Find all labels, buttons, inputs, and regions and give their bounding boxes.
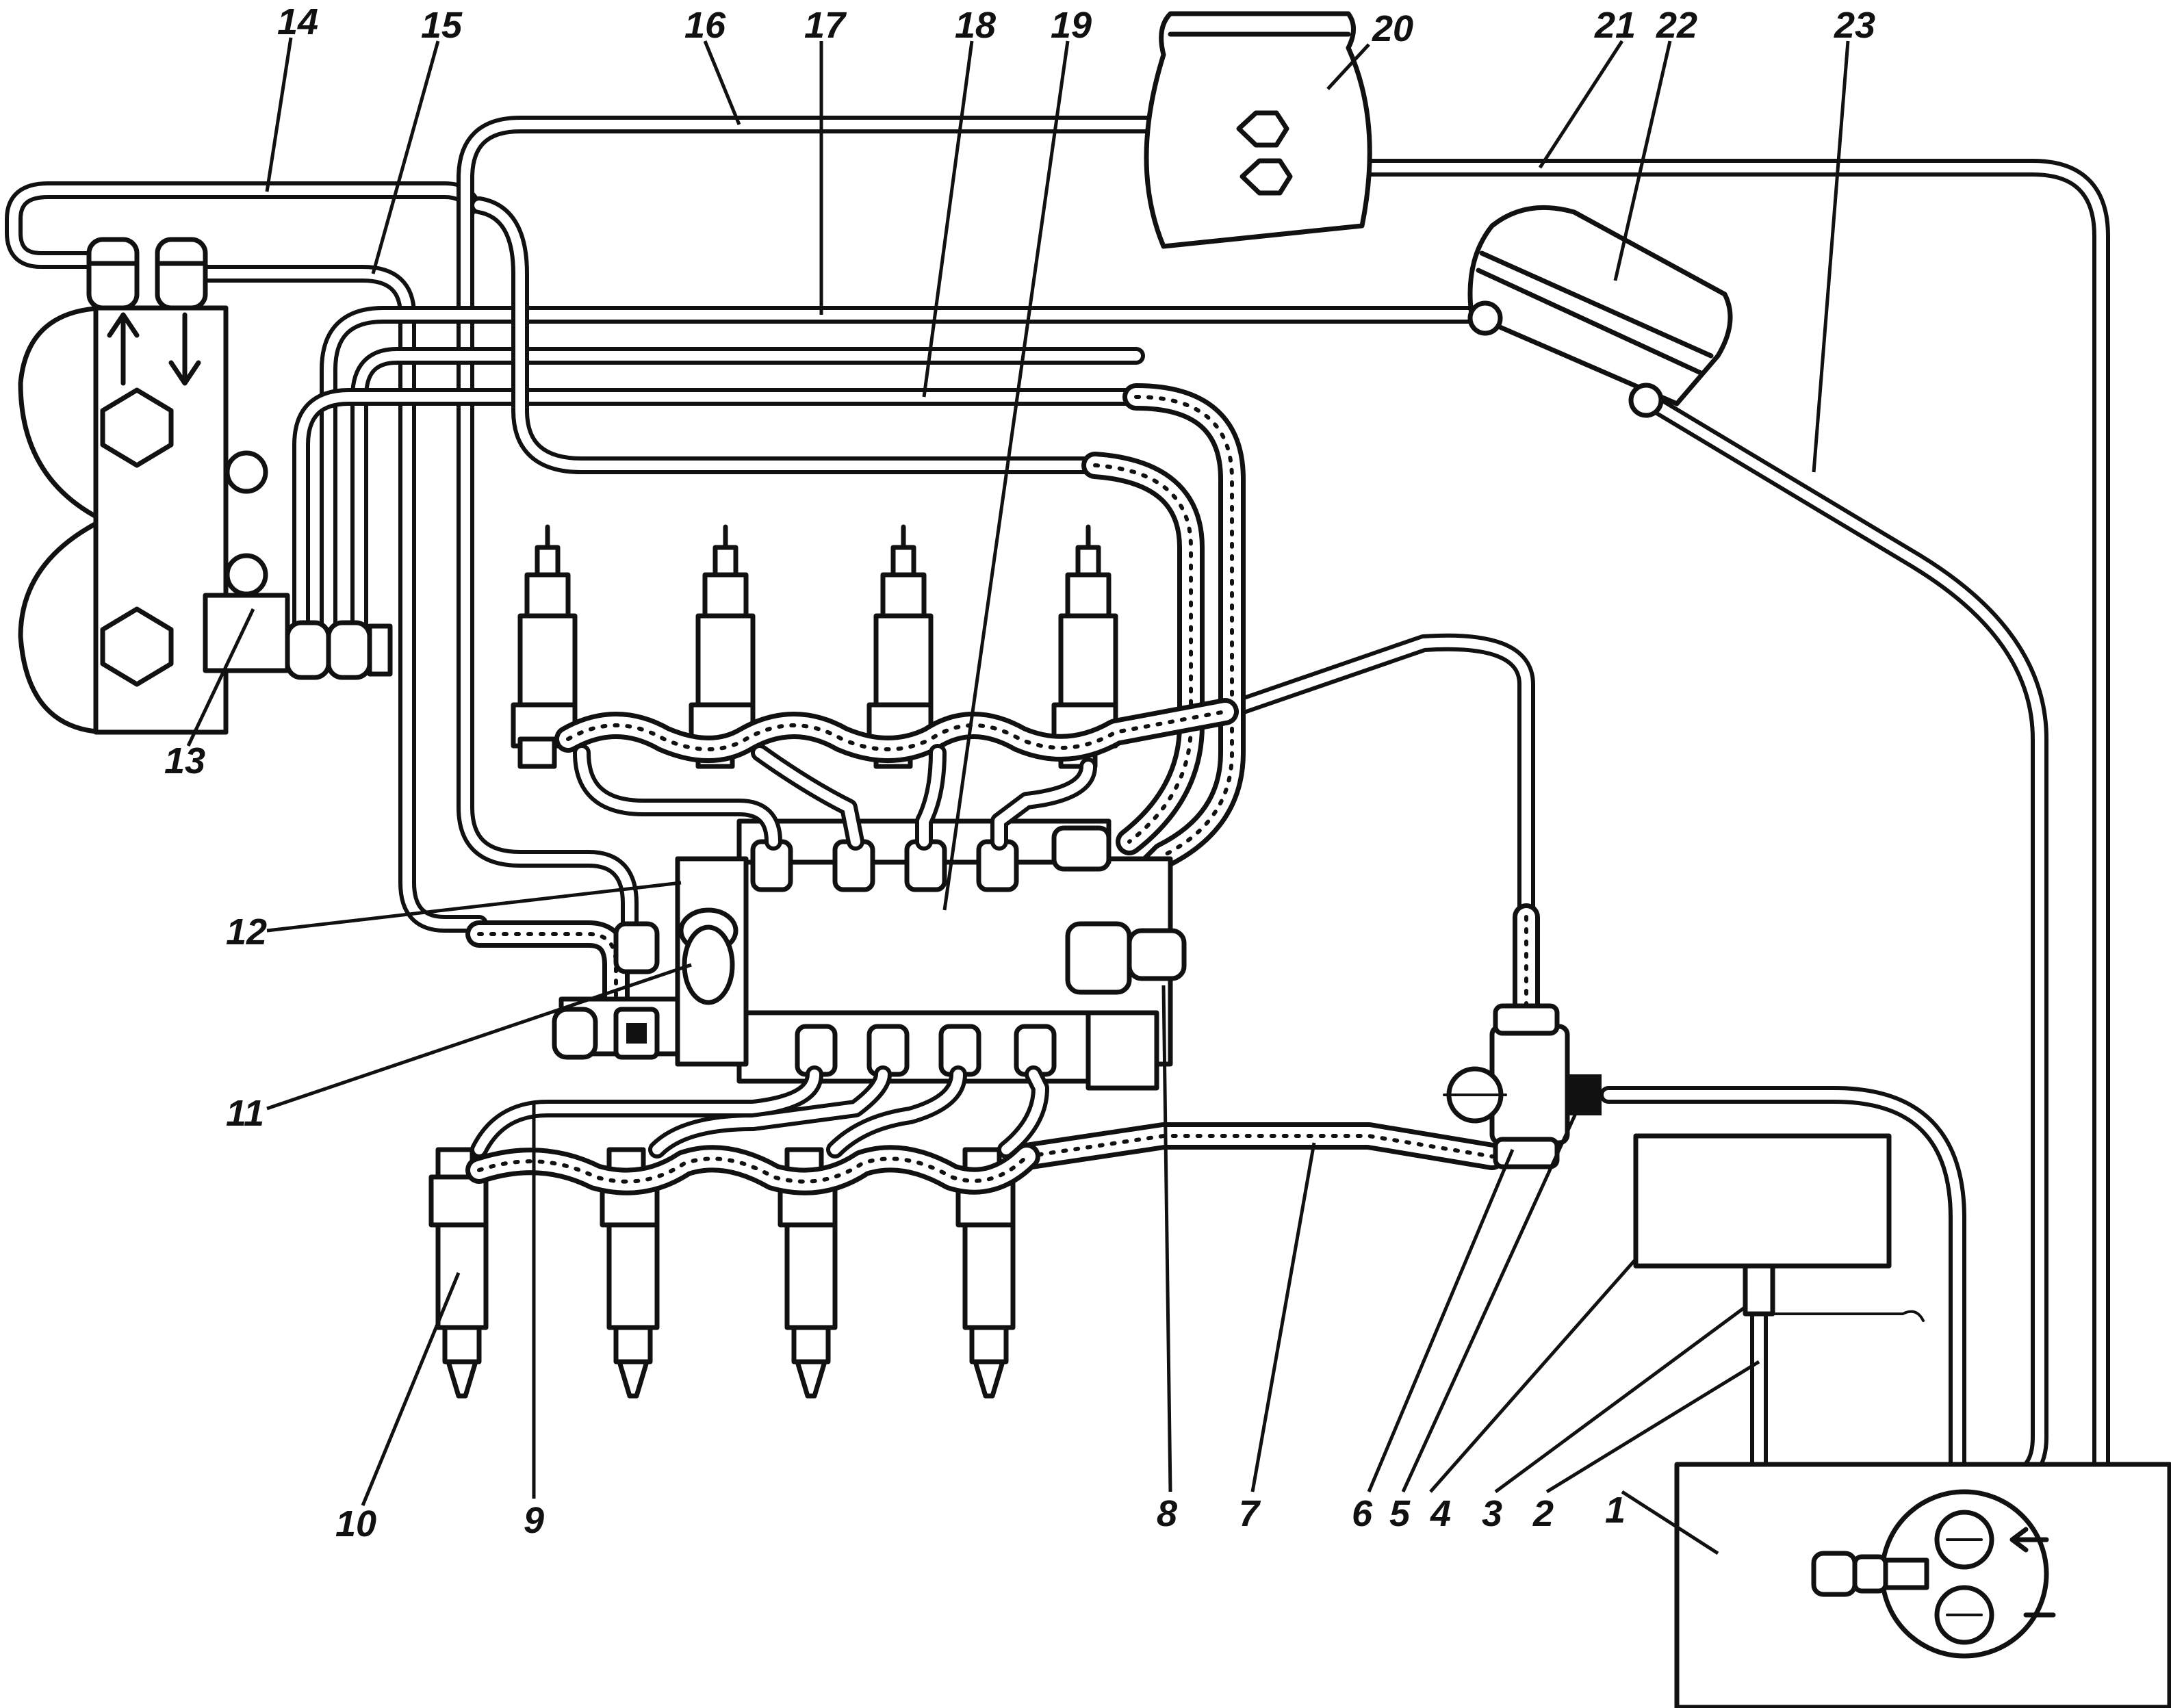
callout-7: 7 bbox=[1239, 1493, 1261, 1534]
flow-arrow-icon bbox=[107, 312, 140, 386]
fuel-line-23 bbox=[1651, 398, 2048, 1514]
fuel-line-15 bbox=[196, 265, 488, 933]
upper-injectors bbox=[511, 524, 1239, 851]
upper-hp-lines bbox=[573, 744, 1097, 851]
callout-19: 19 bbox=[1051, 5, 1092, 46]
callout-11: 11 bbox=[226, 1093, 264, 1134]
fuel-line-17 bbox=[320, 306, 1487, 638]
flow-arrow-icon bbox=[168, 312, 201, 386]
injector-icon bbox=[428, 1147, 489, 1399]
filter-fitting-icon bbox=[1467, 300, 1503, 336]
callout-labels: 14 15 16 17 18 19 20 21 22 23 13 12 11 1… bbox=[164, 1, 1875, 1544]
filter-outlet-fittings bbox=[285, 620, 393, 680]
callout-6: 6 bbox=[1352, 1493, 1373, 1534]
callout-3: 3 bbox=[1482, 1493, 1502, 1534]
bolt-icon bbox=[224, 450, 268, 494]
pump-outlet-fittings-bottom bbox=[795, 1024, 1057, 1077]
hose-left-feed bbox=[465, 920, 630, 1013]
tee-fitting-6 bbox=[1443, 1003, 1570, 1169]
left-drain-fitting bbox=[552, 1007, 660, 1060]
callout-14: 14 bbox=[277, 1, 318, 42]
fuel-line-5 bbox=[1600, 1086, 1966, 1514]
bolt-icon bbox=[100, 387, 174, 468]
lower-injectors bbox=[428, 1065, 1049, 1399]
pump-inlet-fitting bbox=[1811, 1551, 1929, 1597]
fuel-line-16 bbox=[457, 116, 1241, 946]
injector-icon bbox=[600, 1147, 660, 1399]
filter-cap-right bbox=[155, 237, 208, 311]
fuel-line-14 bbox=[5, 181, 481, 269]
flow-arrow-icon bbox=[2009, 1527, 2049, 1553]
callout-22: 22 bbox=[1656, 5, 1697, 46]
callout-5: 5 bbox=[1389, 1493, 1411, 1534]
fine-filter-13 bbox=[18, 237, 393, 735]
armoured-hoses bbox=[465, 383, 1602, 1170]
priming-pump-1 bbox=[1674, 1462, 2171, 1708]
injector-icon bbox=[511, 524, 578, 769]
hose-7 bbox=[1013, 1122, 1506, 1170]
fuel-line-6 bbox=[1216, 633, 1535, 926]
upper-drain-chain bbox=[554, 698, 1239, 763]
tank-fitting-icon bbox=[1239, 158, 1293, 196]
callout-4: 4 bbox=[1430, 1493, 1451, 1534]
lower-hp-lines bbox=[470, 1065, 1049, 1159]
callout-10: 10 bbox=[335, 1503, 376, 1544]
tank-fitting-icon bbox=[1236, 110, 1289, 148]
fuel-tank-20 bbox=[1144, 11, 1372, 249]
filter-box-4 bbox=[1633, 1133, 1925, 1322]
callout-2: 2 bbox=[1532, 1493, 1554, 1534]
fuel-line-return bbox=[470, 196, 1104, 474]
callout-16: 16 bbox=[684, 5, 726, 46]
callout-21: 21 bbox=[1594, 5, 1636, 46]
callout-1: 1 bbox=[1605, 1490, 1626, 1531]
callout-12: 12 bbox=[226, 911, 267, 953]
callout-17: 17 bbox=[804, 5, 847, 46]
leader-lines bbox=[186, 37, 1850, 1555]
bolt-icon bbox=[224, 553, 268, 597]
callout-18: 18 bbox=[955, 5, 996, 46]
callout-13: 13 bbox=[164, 740, 205, 781]
callout-15: 15 bbox=[421, 5, 463, 46]
callout-8: 8 bbox=[1157, 1493, 1177, 1534]
filter-fitting-icon bbox=[1628, 383, 1664, 418]
bolt-icon bbox=[100, 606, 174, 687]
hose-right-upper bbox=[1081, 383, 1246, 903]
fuel-line-18 bbox=[292, 347, 1145, 638]
coarse-filter-22 bbox=[1467, 205, 1733, 418]
filter-cap-left bbox=[86, 237, 140, 311]
bypass-valve-11 bbox=[678, 907, 738, 1005]
lower-drain-chain bbox=[465, 1143, 1040, 1195]
injection-pump-19 bbox=[552, 818, 1187, 1091]
right-valve-8 bbox=[1051, 825, 1187, 995]
callout-20: 20 bbox=[1372, 8, 1413, 49]
callout-9: 9 bbox=[524, 1500, 544, 1541]
callout-23: 23 bbox=[1834, 5, 1875, 46]
